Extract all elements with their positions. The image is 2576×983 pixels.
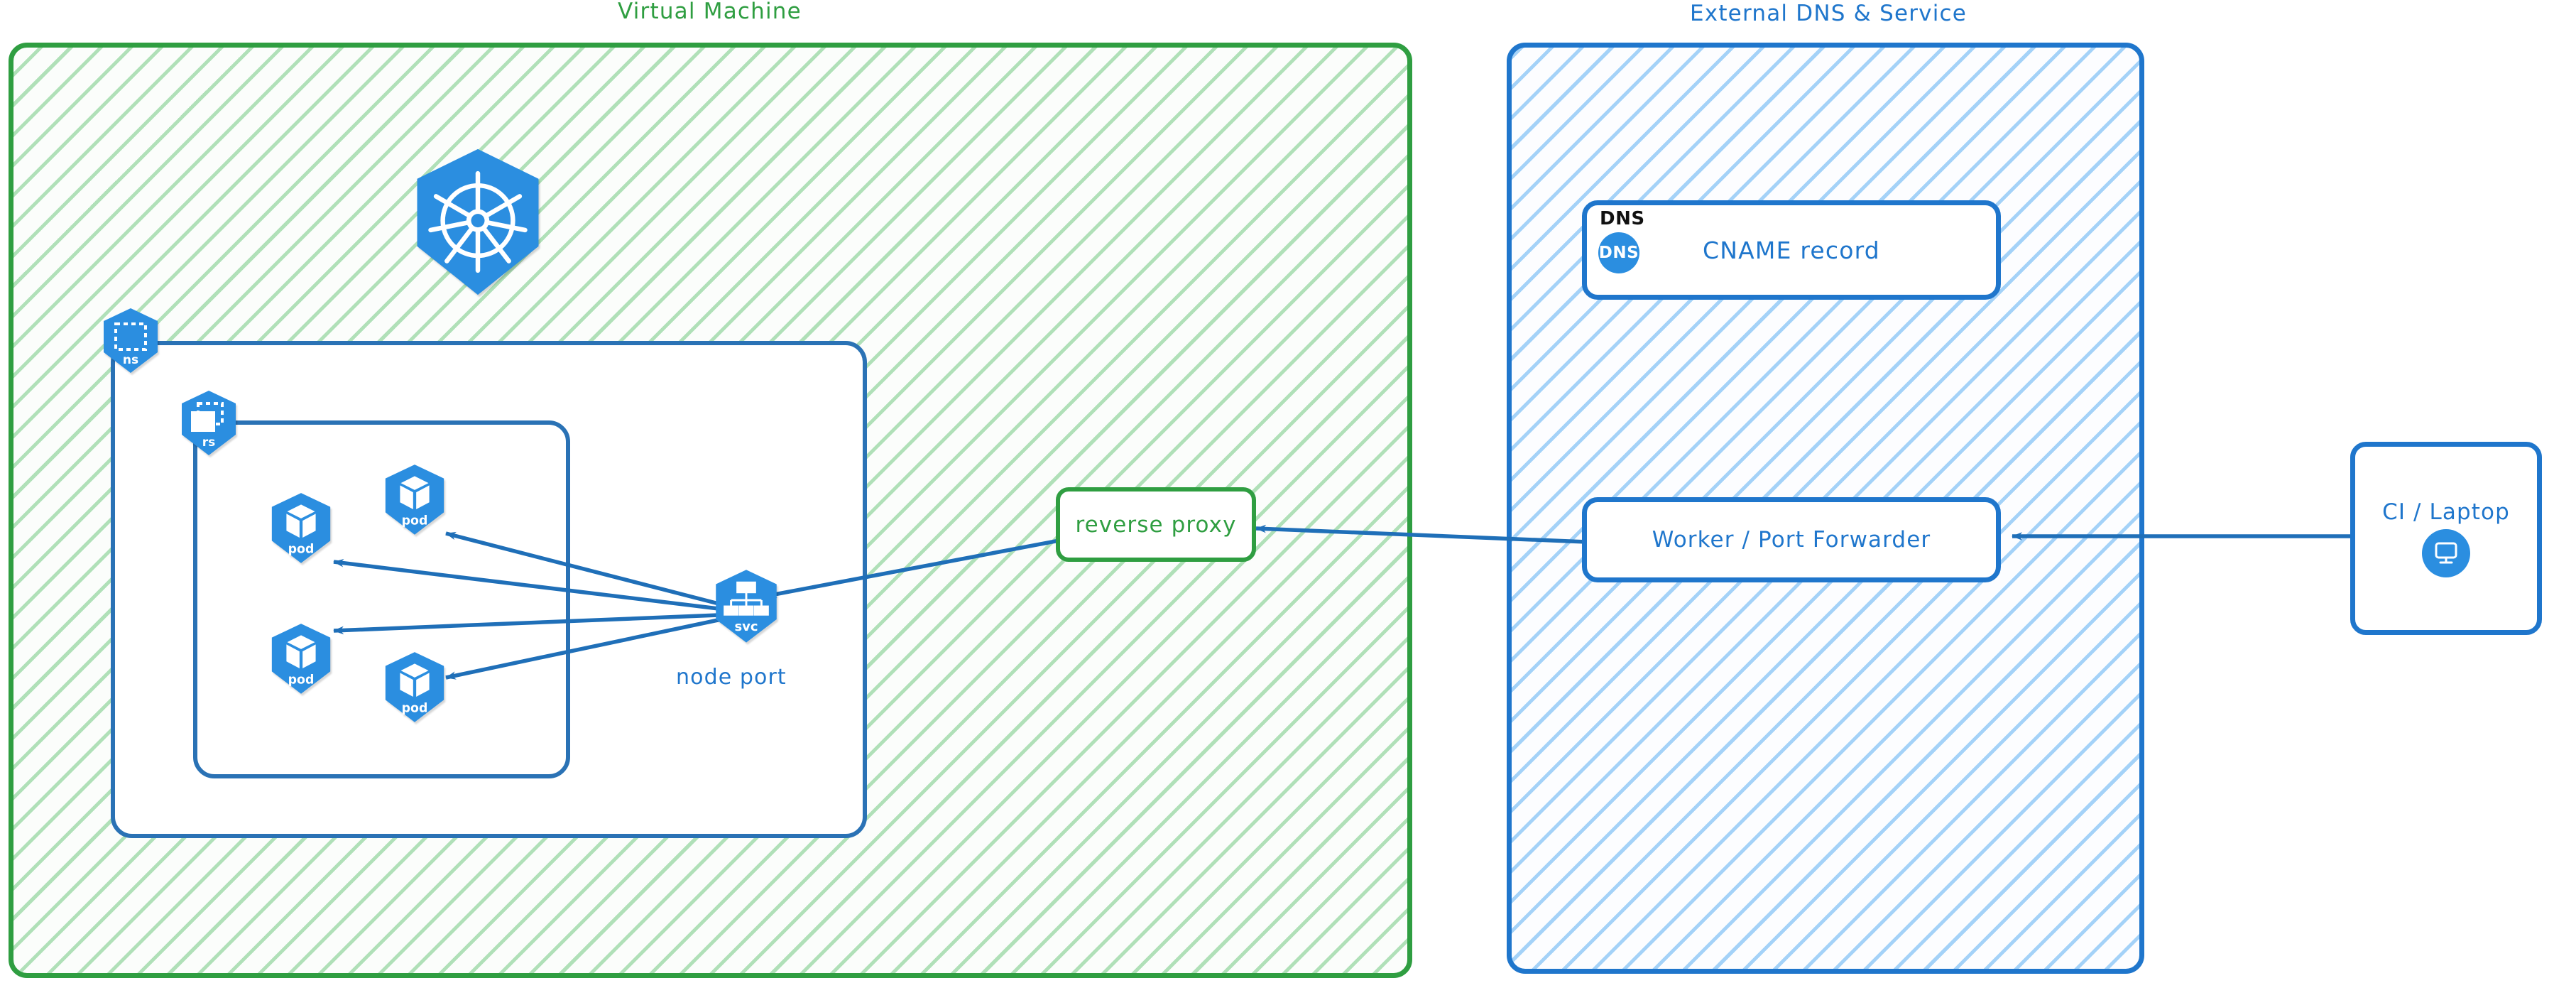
dns-record-card[interactable]: DNS DNS CNAME record [1582,200,2001,300]
replicaset-badge-label: rs [202,435,216,450]
ci-laptop-label: CI / Laptop [2382,499,2510,525]
pod-icon [286,635,316,668]
pod-icon [286,504,316,538]
dns-badge-icon: DNS [1598,232,1639,273]
vm-panel-title: Virtual Machine [618,0,802,24]
worker-port-forwarder-box[interactable]: Worker / Port Forwarder [1582,497,2001,582]
replicaset-badge[interactable]: rs [179,389,239,457]
service-icon [724,581,769,616]
pod-label: pod [288,543,315,557]
cname-record-label: CNAME record [1703,236,1880,264]
service-node-port[interactable]: svc [712,568,780,645]
reverse-proxy-box[interactable]: reverse proxy [1056,487,1256,562]
pod-icon [400,663,430,697]
replicaset-icon [191,402,224,432]
ci-laptop-box[interactable]: CI / Laptop [2350,442,2542,635]
pod-3[interactable]: pod [268,622,334,696]
pod-icon [400,476,430,509]
reverse-proxy-label: reverse proxy [1075,511,1237,538]
worker-port-forwarder-label: Worker / Port Forwarder [1652,527,1931,553]
pod-label: pod [402,702,428,716]
pod-label: pod [288,673,315,688]
external-panel-title: External DNS & Service [1690,1,1968,26]
dns-card-tag: DNS [1600,208,1645,229]
node-port-caption: node port [676,665,787,690]
namespace-badge[interactable]: ns [101,307,160,375]
pod-4[interactable]: pod [382,651,447,724]
pod-label: pod [402,514,428,528]
pod-1[interactable]: pod [268,492,334,565]
namespace-icon [114,322,147,351]
kubernetes-logo [410,146,545,298]
pod-2[interactable]: pod [382,463,447,537]
desktop-monitor-icon [2422,529,2470,577]
namespace-badge-label: ns [123,353,138,367]
service-badge-label: svc [734,619,758,634]
